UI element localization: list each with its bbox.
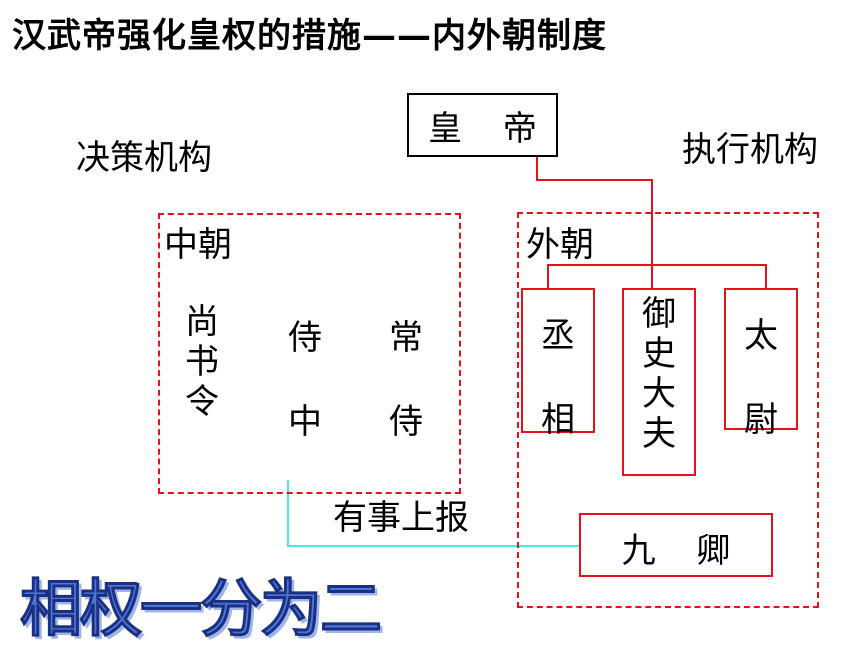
nine-ministers-box: 九 卿 bbox=[579, 513, 773, 577]
outer-court-label: 外朝 bbox=[526, 225, 594, 265]
inner-court-label: 中朝 bbox=[164, 225, 232, 265]
outer-court-box bbox=[517, 212, 819, 608]
page-title: 汉武帝强化皇权的措施——内外朝制度 bbox=[12, 16, 607, 56]
decision-body-label: 决策机构 bbox=[76, 138, 212, 178]
emperor-box: 皇 帝 bbox=[407, 93, 558, 157]
report-line bbox=[287, 480, 580, 547]
inner-court-member: 侍中 bbox=[288, 318, 322, 442]
execution-body-label: 执行机构 bbox=[682, 130, 818, 170]
chancellor-label: 丞相 bbox=[541, 316, 575, 440]
nine-ministers-label: 九 卿 bbox=[621, 531, 731, 571]
inner-court-member: 尚书令 bbox=[185, 302, 219, 422]
inner-court-box bbox=[158, 213, 461, 494]
censor-label: 御史大夫 bbox=[642, 294, 676, 454]
chancellor-box: 丞相 bbox=[521, 288, 595, 440]
report-label: 有事上报 bbox=[333, 498, 469, 538]
outer-court-branch-line bbox=[547, 264, 767, 288]
censor-box: 御史大夫 bbox=[622, 288, 696, 476]
emperor-label: 皇 帝 bbox=[428, 109, 537, 149]
commandant-label: 太尉 bbox=[744, 316, 778, 440]
inner-court-member: 常侍 bbox=[389, 318, 423, 442]
commandant-box: 太尉 bbox=[724, 288, 798, 440]
emperor-to-censor-line bbox=[536, 157, 653, 288]
slogan: 相权一分为二 bbox=[19, 572, 382, 646]
